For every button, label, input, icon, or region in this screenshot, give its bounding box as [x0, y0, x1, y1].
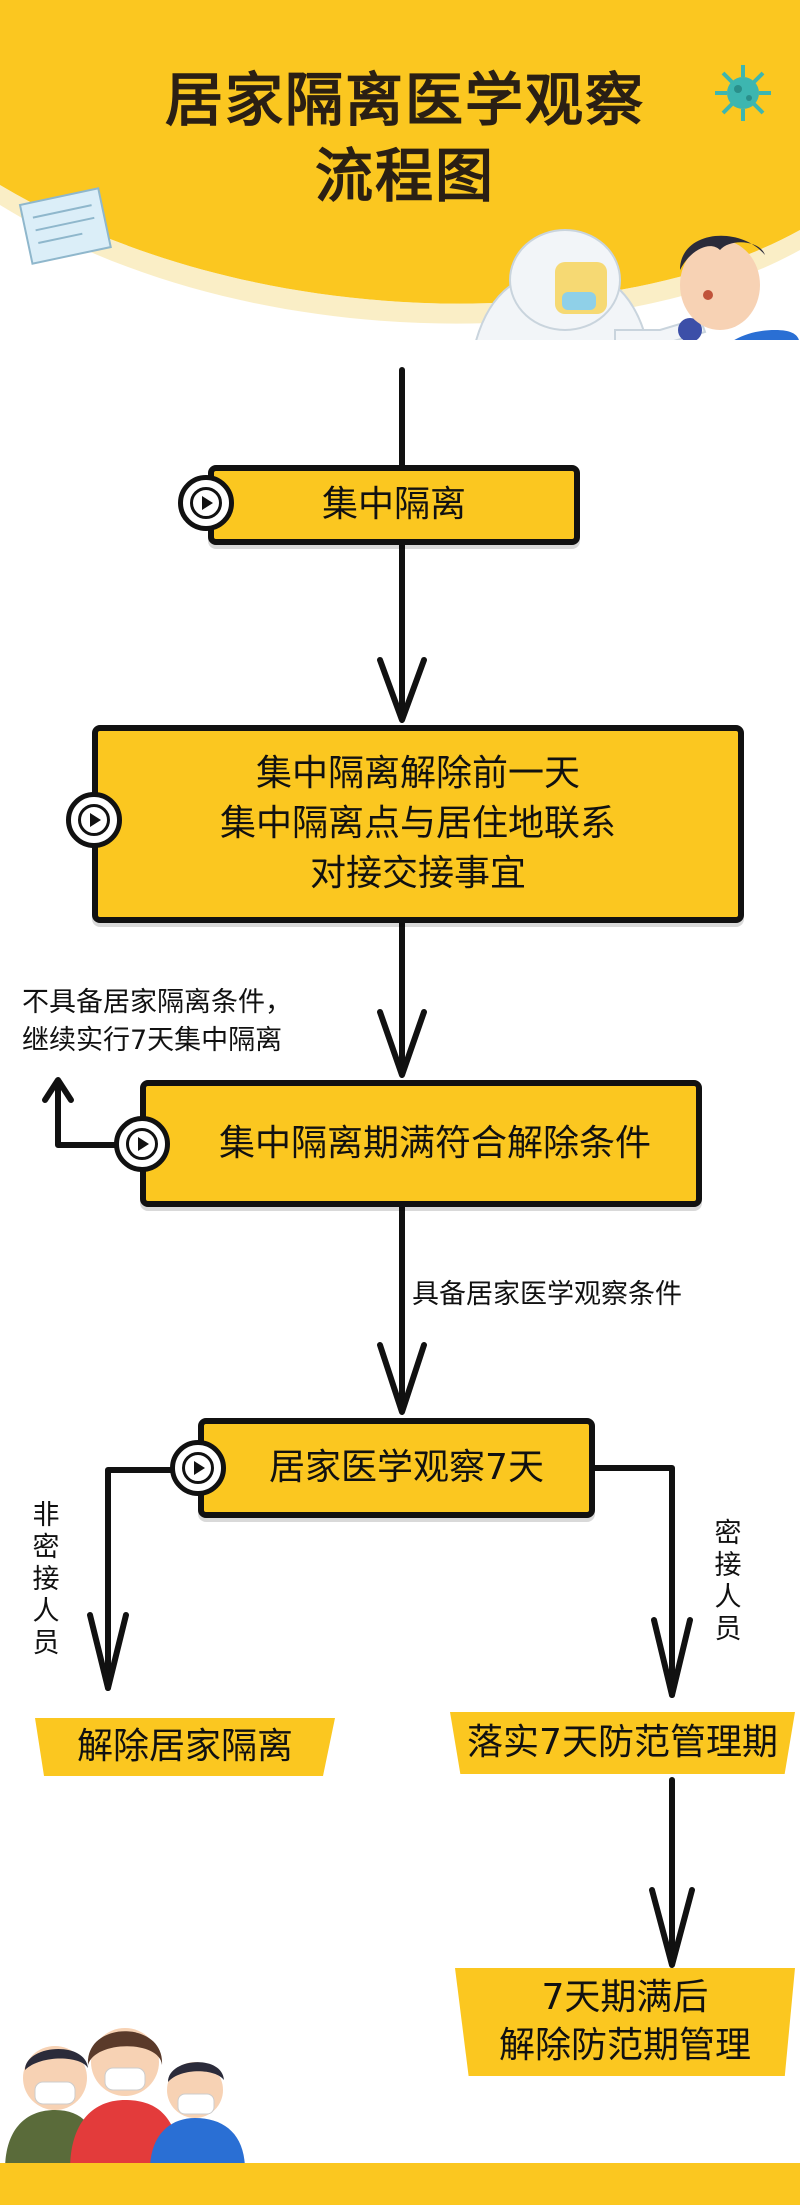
branch-left-arrowhead: [87, 1612, 129, 1691]
not-eligible-note: 不具备居家隔离条件， 继续实行7天集中隔离: [22, 987, 292, 1056]
step-1-box: 集中隔离: [208, 465, 580, 545]
step-2-box: 集中隔离解除前一天 集中隔离点与居住地联系 对接交接事宜: [92, 725, 744, 923]
footer-bar: [0, 2163, 800, 2205]
branch-right-line: [592, 1465, 675, 1698]
outcome-release-home: 解除居家隔离: [35, 1718, 335, 1776]
arrowhead-3-4: [377, 1342, 427, 1415]
branch-left-line: [105, 1467, 183, 1691]
notepad-icon: [18, 187, 112, 265]
step-4-box: 居家医学观察7天: [198, 1418, 595, 1518]
outcome-release-home-label: 解除居家隔离: [76, 1726, 293, 1767]
eligible-note: 具备居家医学观察条件: [412, 1279, 682, 1310]
arrowhead-1-2: [377, 657, 427, 723]
play-icon: [178, 475, 234, 531]
non-close-contact-note: 非 密 接 人 员: [32, 1500, 60, 1659]
play-icon: [114, 1116, 170, 1172]
play-icon: [66, 792, 122, 848]
close-contact-note: 密 接 人 员: [714, 1518, 742, 1645]
header-background: [0, 0, 800, 340]
branch-right-arrowhead: [651, 1617, 693, 1698]
arrowhead-outcome: [649, 1887, 695, 1968]
patient-illustration: [680, 235, 799, 340]
doctor-illustration: [475, 229, 707, 340]
step-4-label: 居家医学观察7天: [269, 1447, 544, 1488]
step-1-label: 集中隔离: [321, 484, 466, 525]
loop-back-line: [55, 1079, 143, 1148]
play-icon: [170, 1440, 226, 1496]
loop-back-arrowhead: [42, 1077, 74, 1103]
outcome-release-prevention: 7天期满后 解除防范期管理: [455, 1968, 795, 2076]
outcome-release-prevention-label: 7天期满后 解除防范期管理: [498, 1977, 751, 2066]
masked-people-illustration: [5, 2028, 245, 2170]
step-3-label: 集中隔离期满符合解除条件: [218, 1122, 651, 1164]
outcome-prevention-period: 落实7天防范管理期: [450, 1712, 795, 1774]
virus-icon: [715, 65, 771, 121]
outcome-prevention-period-label: 落实7天防范管理期: [467, 1722, 778, 1763]
arrowhead-2-3: [377, 1009, 427, 1078]
page-title-line2: 流程图: [314, 142, 495, 210]
step-3-box: 集中隔离期满符合解除条件: [140, 1080, 702, 1207]
page-title-line1: 居家隔离医学观察: [164, 66, 645, 134]
step-2-label: 集中隔离解除前一天 集中隔离点与居住地联系 对接交接事宜: [219, 753, 616, 894]
